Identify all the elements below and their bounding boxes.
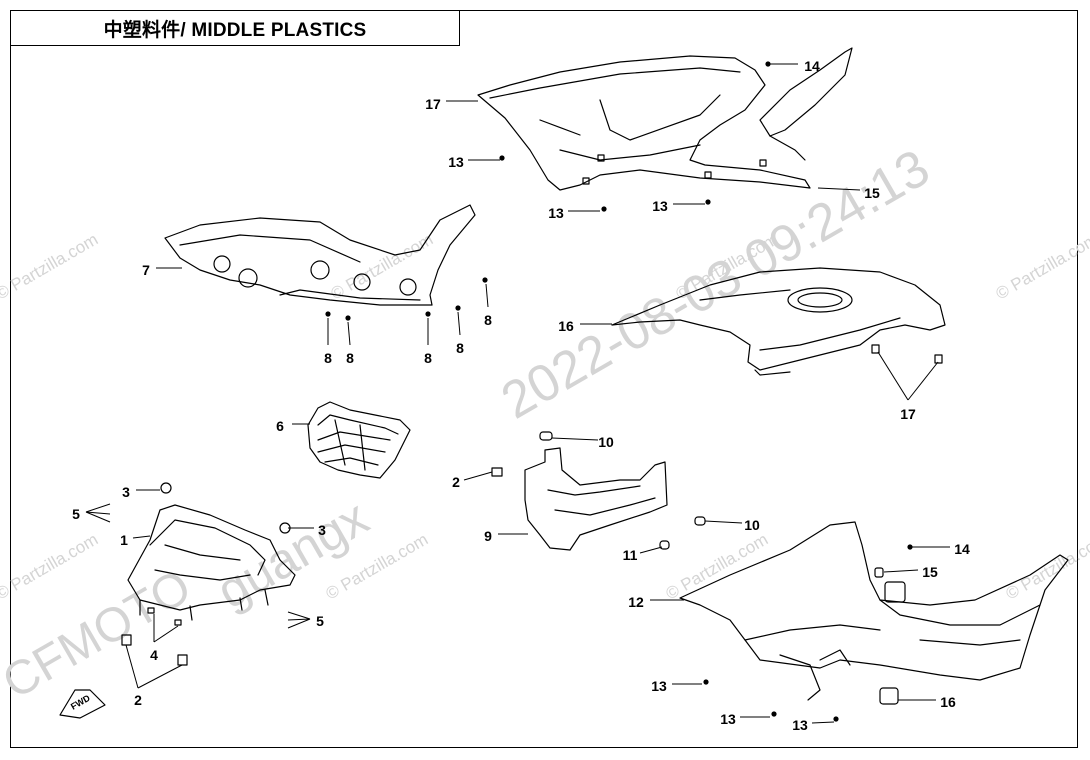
callout-label-16: 16: [558, 318, 574, 334]
callout-leader-line: [85, 511, 111, 523]
callout-leader-line: [704, 520, 743, 524]
callout-label-15: 15: [864, 185, 880, 201]
fastener-dot: [325, 311, 331, 317]
fastener-dot: [425, 311, 431, 317]
part-16-body-panel: [611, 267, 946, 376]
callout-leader-line: [287, 618, 311, 629]
fastener-dot: [765, 61, 771, 67]
callout-label-8: 8: [456, 340, 464, 356]
callout-label-13: 13: [792, 717, 808, 733]
callout-label-13: 13: [652, 198, 668, 214]
callout-label-5: 5: [72, 506, 80, 522]
callout-label-17: 17: [425, 96, 441, 112]
callout-leader-line: [877, 351, 909, 401]
watermark-site: © Partzilla.com: [663, 530, 772, 604]
callout-leader-line: [457, 311, 461, 336]
callout-leader-line: [137, 664, 183, 689]
fastener-dot: [455, 305, 461, 311]
callout-label-2: 2: [452, 474, 460, 490]
fwd-label: FWD: [69, 693, 92, 712]
callout-label-13: 13: [548, 205, 564, 221]
fastener-dot: [705, 199, 711, 205]
callout-leader-line: [817, 187, 861, 191]
callout-label-17: 17: [900, 406, 916, 422]
callout-leader-line: [485, 283, 489, 308]
fastener-dot: [771, 711, 777, 717]
callout-label-9: 9: [484, 528, 492, 544]
page-title: 中塑料件/ MIDDLE PLASTICS: [103, 19, 367, 41]
callout-label-10: 10: [744, 517, 760, 533]
callout-leader-line: [132, 535, 151, 539]
callout-leader-line: [347, 321, 351, 346]
callout-label-6: 6: [276, 418, 284, 434]
callout-label-13: 13: [448, 154, 464, 170]
fastener-markers: [325, 61, 913, 722]
fastener-dot: [907, 544, 913, 550]
callout-label-7: 7: [142, 262, 150, 278]
part-6-vent-grille: [307, 401, 411, 479]
callout-leader-line: [287, 611, 311, 620]
callout-label-8: 8: [346, 350, 354, 366]
watermark-site: © Partzilla.com: [0, 230, 101, 304]
callout-leaders: [85, 63, 950, 724]
callout-leader-line: [883, 569, 919, 573]
fastener-dot: [833, 716, 839, 722]
callout-leader-line: [907, 361, 939, 401]
watermark-site: © Partzilla.com: [0, 530, 101, 604]
callout-label-1: 1: [120, 532, 128, 548]
callout-label-14: 14: [954, 541, 970, 557]
fastener-dot: [499, 155, 505, 161]
watermark-site: © Partzilla.com: [1003, 530, 1090, 604]
callout-label-14: 14: [804, 58, 820, 74]
fastener-dot: [345, 315, 351, 321]
callout-label-13: 13: [651, 678, 667, 694]
fastener-dot: [482, 277, 488, 283]
callout-leader-line: [153, 625, 179, 643]
callout-label-3: 3: [318, 522, 326, 538]
callout-leader-line: [551, 437, 599, 441]
callout-label-12: 12: [628, 594, 644, 610]
watermark-site: © Partzilla.com: [328, 230, 437, 304]
callout-leader-line: [85, 503, 111, 513]
part-7-side-cover: [164, 204, 476, 306]
callout-leader-line: [85, 511, 111, 515]
watermark-site: © Partzilla.com: [993, 230, 1090, 304]
callout-label-4: 4: [150, 647, 158, 663]
callout-leader-line: [463, 471, 493, 481]
diagram-frame: [10, 10, 1078, 748]
callout-leader-line: [287, 618, 311, 621]
callout-label-16: 16: [940, 694, 956, 710]
watermark-user: guangx: [208, 489, 378, 620]
part-12-lower-panel: [679, 521, 1069, 705]
callout-label-15: 15: [922, 564, 938, 580]
watermark-layer: © Partzilla.com © Partzilla.com © Partzi…: [0, 139, 1090, 710]
fwd-arrow-icon: [59, 689, 106, 719]
title-box: 中塑料件/ MIDDLE PLASTICS: [10, 10, 460, 46]
callout-label-13: 13: [720, 711, 736, 727]
callout-label-5: 5: [316, 613, 324, 629]
watermark-timestamp: 2022-08-03 09:24:13: [492, 139, 939, 431]
callout-label-3: 3: [122, 484, 130, 500]
callout-label-8: 8: [484, 312, 492, 328]
callout-leader-line: [811, 721, 835, 724]
callout-label-11: 11: [623, 547, 638, 563]
part-17-rear-panel: [477, 47, 853, 191]
callout-label-10: 10: [598, 434, 614, 450]
part-9-bracket-plate: [491, 431, 706, 551]
callout-leader-line: [125, 644, 139, 689]
callout-label-2: 2: [134, 692, 142, 708]
fastener-dot: [703, 679, 709, 685]
callout-label-8: 8: [424, 350, 432, 366]
callout-label-8: 8: [324, 350, 332, 366]
fastener-dot: [601, 206, 607, 212]
callout-leader-line: [639, 546, 663, 554]
